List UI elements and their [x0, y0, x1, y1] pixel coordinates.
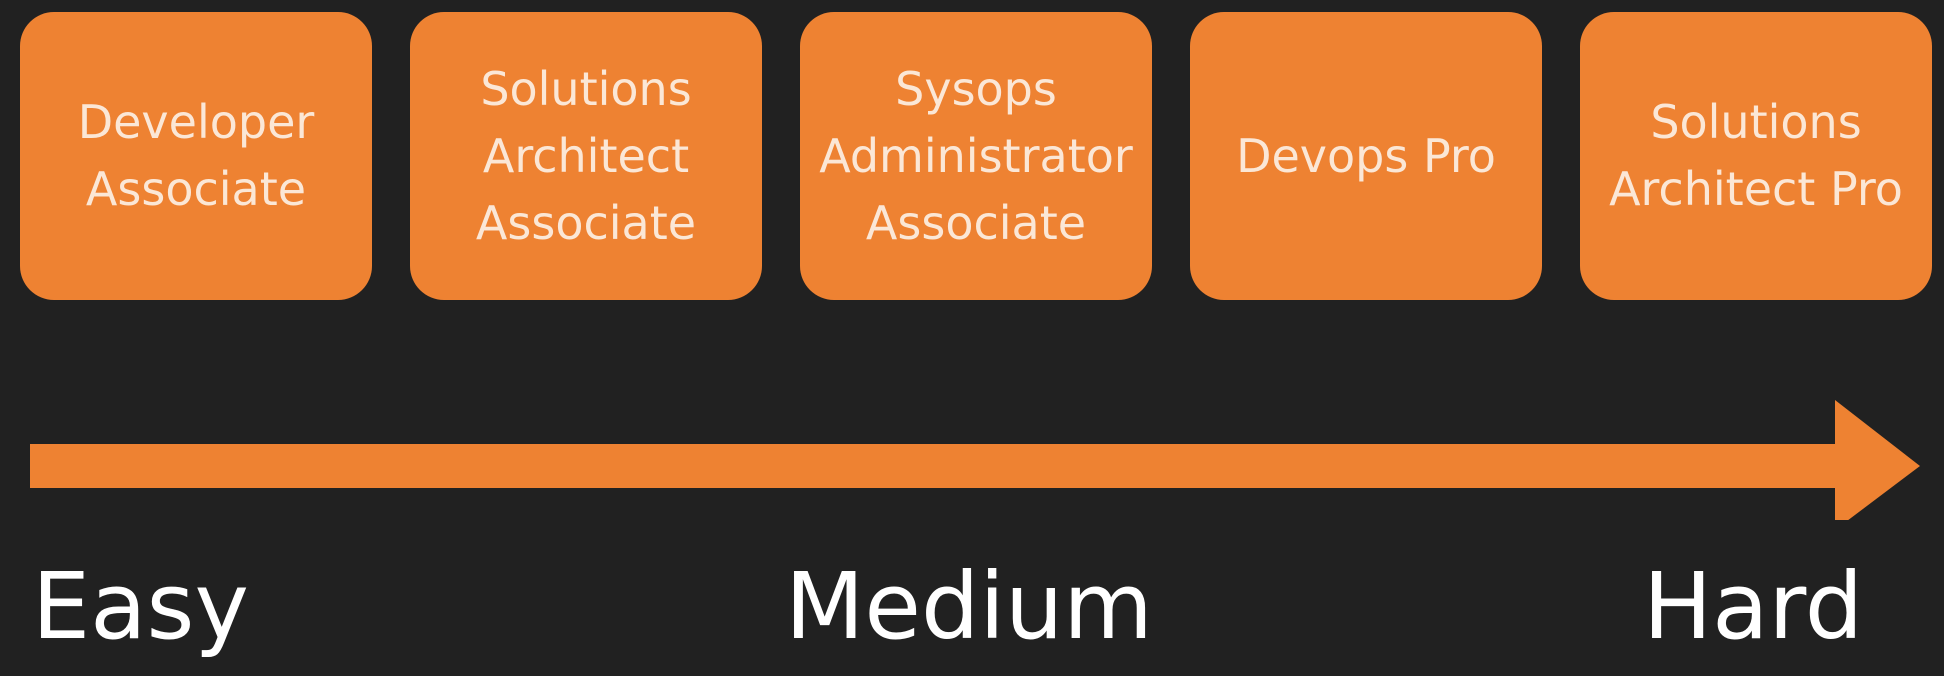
certification-card-developer-associate: Developer Associate	[20, 12, 372, 300]
difficulty-label-hard: Hard	[1643, 553, 1864, 660]
arrow-right-icon	[30, 400, 1920, 520]
certification-label: Solutions Architect Associate	[475, 61, 697, 250]
certification-card-solutions-architect-pro: Solutions Architect Pro	[1580, 12, 1932, 300]
arrow-head	[1835, 400, 1920, 520]
arrow-shaft	[30, 444, 1840, 488]
certification-card-sysops-administrator-associate: Sysops Administrator Associate	[800, 12, 1152, 300]
certification-card-solutions-architect-associate: Solutions Architect Associate	[410, 12, 762, 300]
certification-label: Devops Pro	[1236, 128, 1496, 183]
certification-label: Developer Associate	[77, 95, 315, 216]
certification-label: Sysops Administrator Associate	[819, 61, 1133, 250]
difficulty-label-easy: Easy	[32, 553, 249, 660]
difficulty-label-medium: Medium	[785, 553, 1153, 660]
certification-label: Solutions Architect Pro	[1609, 95, 1903, 216]
certification-card-devops-pro: Devops Pro	[1190, 12, 1542, 300]
